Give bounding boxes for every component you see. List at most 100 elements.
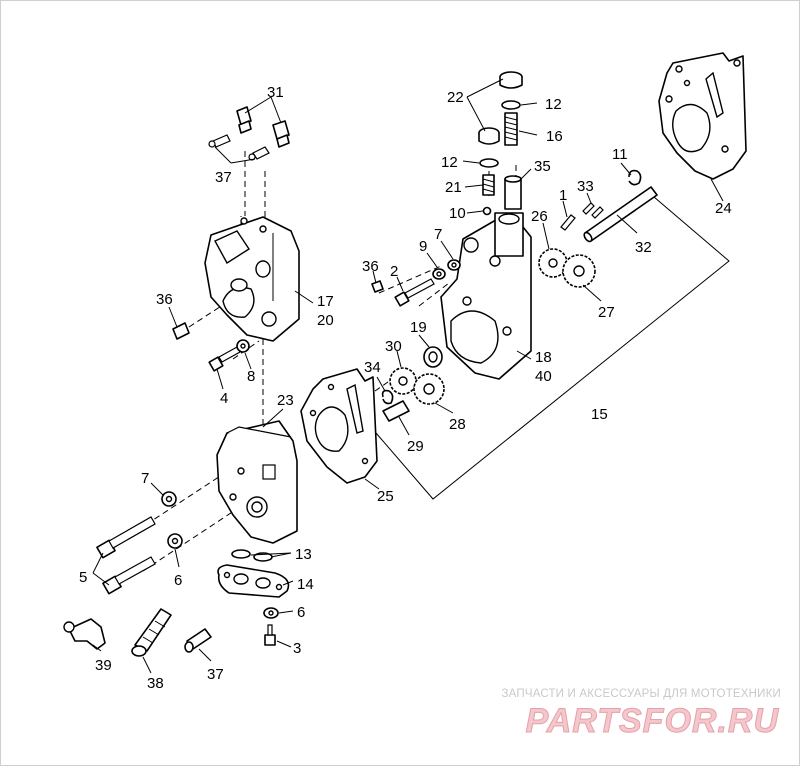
callout-13: 13: [295, 546, 312, 563]
key-1: [560, 214, 576, 231]
screw-5-lower: [102, 556, 156, 595]
callout-24: 24: [715, 200, 732, 217]
watermark: ЗАПЧАСТИ И АКСЕССУАРЫ ДЛЯ МОТОТЕХНИКИ PA…: [489, 688, 781, 743]
ring-34: [381, 389, 394, 405]
gear-28: [413, 373, 445, 405]
gasket-25: [300, 368, 378, 484]
gear-27: [562, 254, 596, 288]
callout-35: 35: [534, 158, 551, 175]
callout-26: 26: [531, 208, 548, 225]
watermark-logo-graphic: PARTSFOR.RU: [525, 702, 780, 741]
fitting-31-right: [272, 120, 290, 148]
orings-13: [231, 549, 273, 562]
callout-14: 14: [297, 576, 314, 593]
callout-2: 2: [390, 263, 398, 280]
callout-20: 20: [317, 312, 334, 329]
callout-11: 11: [612, 146, 628, 163]
callout-29: 29: [407, 438, 424, 455]
gasket-24: [658, 52, 747, 180]
callout-34: 34: [364, 359, 381, 376]
callout-8: 8: [247, 368, 255, 385]
callout-12-upper: 12: [545, 96, 562, 113]
watermark-logo: PARTSFOR.RU: [489, 702, 781, 743]
gear-26: [538, 248, 568, 278]
bearing-19: [423, 346, 443, 368]
fitting-38: [131, 608, 172, 657]
callout-39: 39: [95, 657, 112, 674]
screw-5-upper: [96, 516, 156, 559]
callout-18: 18: [535, 349, 552, 366]
flange-14: [217, 564, 290, 598]
watermark-logo-text: PARTSFOR.RU: [526, 702, 780, 738]
callout-37-bottom: 37: [207, 666, 224, 683]
callout-19: 19: [410, 319, 427, 336]
callout-33: 33: [577, 178, 594, 195]
callout-9: 9: [419, 238, 427, 255]
group-bracket-15: [375, 190, 730, 500]
oring-12-upper: [501, 100, 521, 110]
callout-27: 27: [598, 304, 615, 321]
callout-36-left: 36: [156, 291, 173, 308]
washer-8: [236, 339, 250, 353]
callout-16: 16: [546, 128, 563, 145]
bolt-4: [208, 346, 241, 372]
callout-22: 22: [447, 89, 464, 106]
bolt-3: [264, 624, 276, 646]
gear-30: [389, 367, 417, 395]
callout-6-right: 6: [297, 604, 305, 621]
callout-5: 5: [79, 569, 87, 586]
housing-17: [204, 216, 300, 342]
pump-body-18: [440, 212, 532, 380]
elbow-39: [63, 618, 106, 650]
pins-33: [582, 202, 604, 219]
callout-31: 31: [267, 84, 284, 101]
leader-lines: [92, 78, 724, 674]
fitting-37-right: [248, 146, 270, 161]
callout-15: 15: [591, 406, 608, 423]
washer-7-right: [447, 259, 461, 271]
plug-36-right: [371, 280, 384, 293]
callout-28: 28: [449, 416, 466, 433]
plug-22-upper: [499, 71, 523, 89]
callout-25: 25: [377, 488, 394, 505]
callout-36-right: 36: [362, 258, 379, 275]
callout-40: 40: [535, 368, 552, 385]
washer-7-left: [161, 491, 177, 507]
pin-29: [382, 400, 410, 422]
callout-4: 4: [220, 390, 228, 407]
clip-11: [628, 169, 642, 186]
watermark-tagline: ЗАПЧАСТИ И АКСЕССУАРЫ ДЛЯ МОТОТЕХНИКИ: [501, 688, 781, 700]
callout-3: 3: [293, 640, 301, 657]
callout-10: 10: [449, 205, 466, 222]
callout-32: 32: [635, 239, 652, 256]
callout-labels: 1 2 3 4 5 6 6 7 7 8 9 10 11 12 12 13 14 …: [79, 84, 732, 692]
callout-30: 30: [385, 338, 402, 355]
washer-6-left: [167, 533, 183, 549]
spring-21: [482, 174, 495, 196]
spring-16: [504, 112, 518, 146]
callout-1: 1: [559, 187, 567, 204]
callout-37-top: 37: [215, 169, 232, 186]
callout-38: 38: [147, 675, 164, 692]
fitting-31-left: [236, 106, 252, 134]
washer-9: [432, 268, 446, 280]
callout-6-left: 6: [174, 572, 182, 589]
fitting-37-left: [208, 134, 231, 148]
valve-35: [504, 175, 522, 210]
oring-12-lower: [479, 158, 499, 168]
washer-6-right: [263, 607, 279, 619]
callout-7-right: 7: [434, 226, 442, 243]
callout-23: 23: [277, 392, 294, 409]
callout-17: 17: [317, 293, 334, 310]
fitting-37-bottom: [184, 628, 212, 653]
plug-22-lower: [478, 127, 500, 145]
cover-23: [216, 420, 298, 544]
callout-7-left: 7: [141, 470, 149, 487]
shaft-32: [583, 186, 658, 243]
plug-36-left: [172, 322, 190, 340]
ball-10: [482, 206, 492, 216]
callout-12-lower: 12: [441, 154, 458, 171]
bolt-2: [394, 278, 435, 307]
